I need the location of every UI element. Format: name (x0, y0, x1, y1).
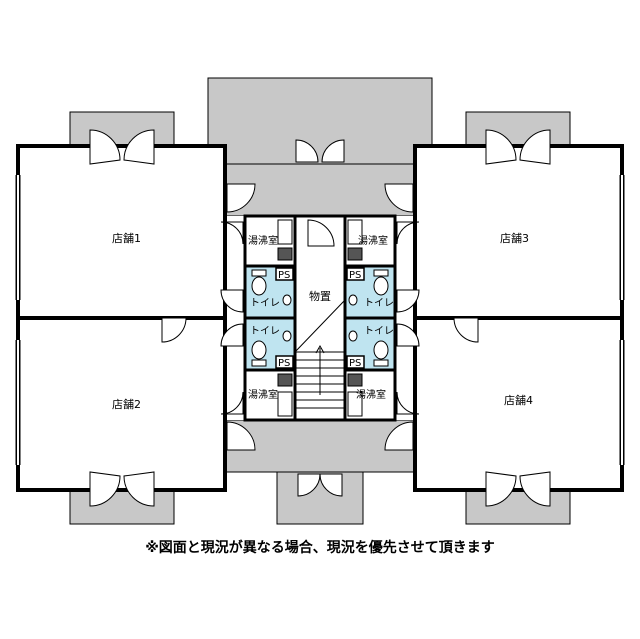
pipe-spaces (275, 267, 365, 369)
entrance-porch-top (207, 77, 433, 165)
shop-rooms (16, 144, 624, 492)
ps-label-top-left: PS (278, 270, 290, 281)
shop2-room (16, 316, 227, 492)
toilet-fixtures (251, 269, 389, 367)
corridor-left (225, 216, 245, 420)
entrance-porch-bottom (276, 471, 364, 525)
porch-shop4 (465, 487, 571, 525)
shop3-label: 店舗3 (500, 231, 529, 245)
kitchenette-fixtures (277, 219, 363, 417)
floor-plan: 店舗1 店舗2 店舗3 店舗4 物置 湯沸室 湯沸室 湯沸室 湯沸室 トイレ ト… (15, 77, 625, 525)
shop4-room (413, 316, 624, 492)
toilet-label-bottom-right: トイレ (364, 326, 394, 337)
windows (17, 175, 623, 465)
shop1-label: 店舗1 (112, 231, 141, 245)
hall-top (224, 163, 416, 217)
storage-label: 物置 (309, 289, 331, 303)
doors (89, 129, 551, 507)
kitchenette-label-bottom-left: 湯沸室 (248, 388, 278, 401)
kitchenette-label-top-right: 湯沸室 (358, 234, 388, 247)
stairs (294, 299, 346, 409)
porch-shop1 (69, 111, 175, 149)
porch-shop2 (69, 487, 175, 525)
kitchenette-label-top-left: 湯沸室 (248, 234, 278, 247)
shop4-label: 店舗4 (504, 393, 533, 407)
toilet-label-top-left: トイレ (250, 298, 280, 309)
kitchenette-label-bottom-right: 湯沸室 (356, 388, 386, 401)
shop2-label: 店舗2 (112, 397, 141, 411)
toilet-label-top-right: トイレ (364, 298, 394, 309)
ps-label-bottom-left: PS (278, 358, 290, 369)
ps-label-top-right: PS (349, 270, 361, 281)
footnote: ※図面と現況が異なる場合、現況を優先させて頂きます (145, 540, 495, 556)
ps-label-bottom-right: PS (349, 358, 361, 369)
toilet-label-bottom-left: トイレ (250, 326, 280, 337)
porch-shop3 (465, 111, 571, 149)
shop3-room (413, 144, 624, 320)
corridor-right (395, 216, 415, 420)
